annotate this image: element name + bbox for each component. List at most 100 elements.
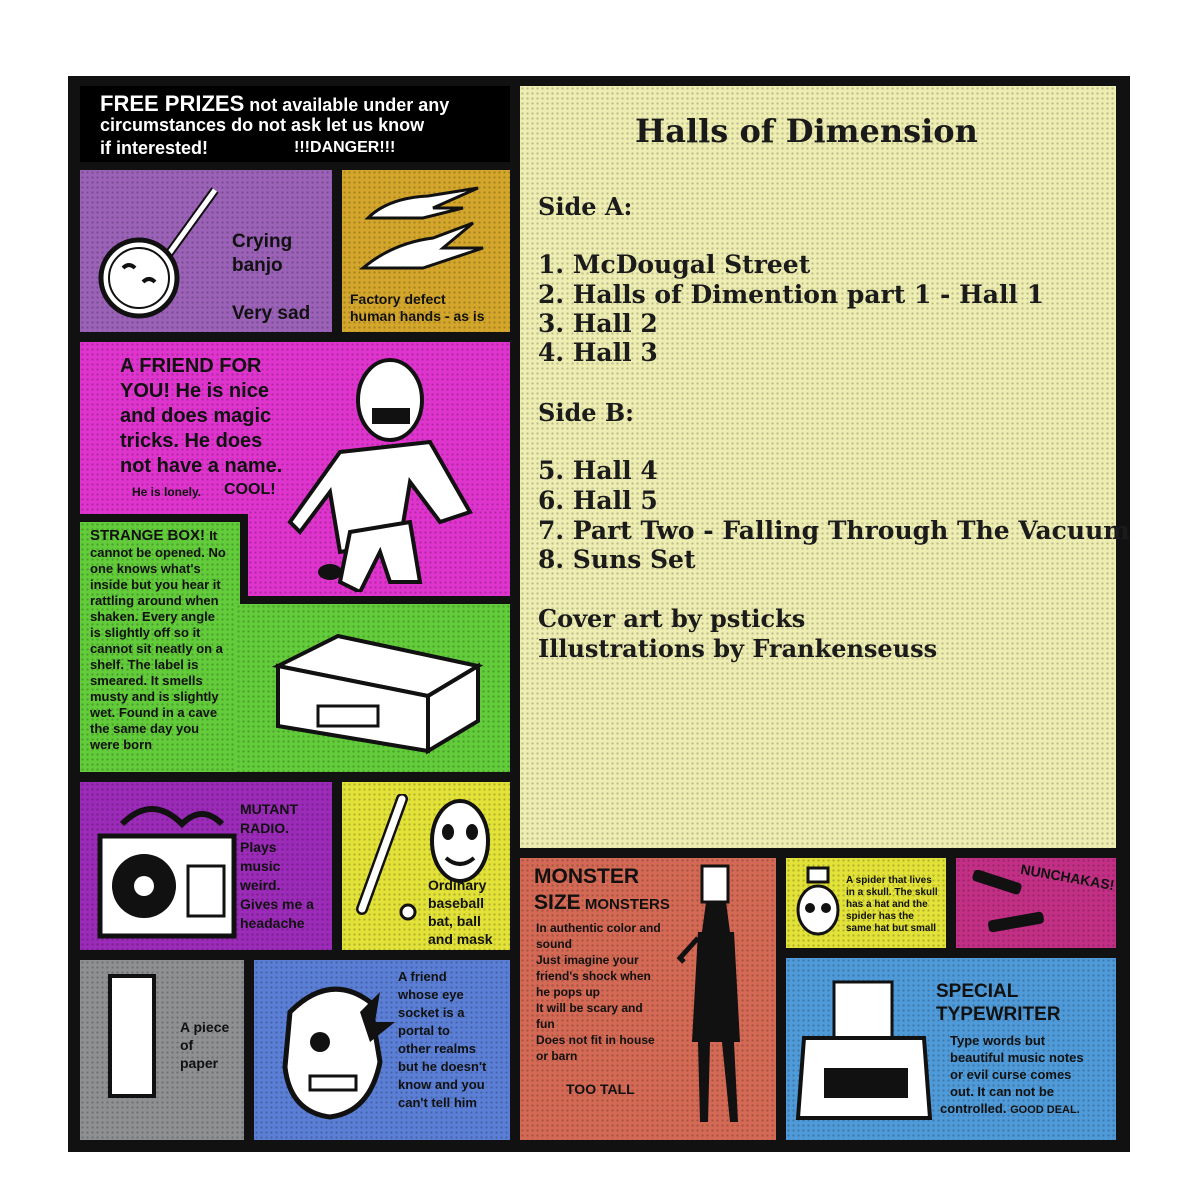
hands-caption-2: human hands - as is (350, 308, 485, 324)
mask-icon (430, 799, 490, 883)
monster-figure-icon (676, 864, 740, 1122)
banjo-caption-3: Very sad (232, 303, 311, 324)
typewriter-title-1: SPECIAL (936, 981, 1019, 1002)
strange-box-title: STRANGE BOX! It (90, 528, 217, 544)
monster-title-1: MONSTER (534, 865, 639, 888)
banjo-caption-2: banjo (232, 255, 283, 276)
header-line1: not available under any (244, 95, 450, 115)
strange-box-line-11: wet. Found in a cave (90, 705, 218, 720)
track-6[interactable]: 6. Hall 5 (538, 486, 658, 515)
bat-caption-0: Ordinary (428, 877, 487, 893)
friend-figure-icon (287, 358, 473, 592)
radio-caption-4: weird. (240, 877, 281, 893)
bat-caption-1: baseball (428, 895, 485, 911)
album-title: Halls of Dimension (635, 112, 978, 150)
portal-caption-6: know and you (398, 1077, 485, 1092)
portal-caption-0: A friend (398, 969, 447, 984)
monster-too-tall: TOO TALL (566, 1081, 635, 1097)
radio-caption-5: Gives me a (240, 896, 314, 912)
bat-icon (356, 794, 408, 915)
monster-caption-4: he pops up (536, 985, 600, 999)
strange-box-line-7: cannot sit neatly on a (90, 641, 223, 656)
strange-box-heading: STRANGE BOX! (90, 527, 206, 544)
monster-title-2: SIZE MONSTERS (534, 891, 670, 914)
typewriter-icon (795, 980, 933, 1120)
header-line2: circumstances do not ask let us know (100, 115, 425, 135)
side-b-label: Side B: (538, 398, 634, 427)
spider-caption-4: same hat but small (846, 923, 937, 934)
track-7[interactable]: 7. Part Two - Falling Through The Vacuum (538, 516, 1130, 545)
monster-monsters: MONSTERS (580, 896, 670, 913)
typewriter-controlled: controlled. GOOD DEAL. (940, 1102, 1080, 1117)
nunchaku-icon (972, 870, 1044, 933)
friend-caption-5: not have a name. (120, 455, 283, 477)
portal-caption-1: whose eye (398, 987, 464, 1002)
hands-caption-1: Factory defect (350, 291, 446, 307)
portal-caption-5: but he doesn't (398, 1059, 487, 1074)
strange-box-line-12: the same day you (90, 721, 200, 736)
monster-caption-5: It will be scary and (536, 1001, 643, 1015)
strange-box-line-3: inside but you hear it (90, 577, 221, 592)
strange-box-line-13: were born (90, 737, 153, 752)
bat-caption-3: and mask (428, 931, 493, 947)
typewriter-caption-2: or evil curse comes (950, 1067, 1072, 1082)
portal-caption-4: other realms (398, 1041, 477, 1056)
radio-caption-2: Plays (240, 839, 277, 855)
spider-caption-0: A spider that lives (846, 875, 932, 886)
zombie-head-icon (282, 986, 395, 1120)
typewriter-caption-3: out. It can not be (950, 1084, 1054, 1099)
side-a-label: Side A: (538, 192, 633, 221)
track-3[interactable]: 3. Hall 2 (538, 309, 658, 338)
monster-size: SIZE (534, 891, 581, 914)
typewriter-caption-1: beautiful music notes (950, 1050, 1084, 1065)
typewriter-caption-0: Type words but (950, 1033, 1046, 1048)
strange-box-line-0: It (209, 528, 218, 543)
friend-caption-3: and does magic (120, 405, 272, 427)
spider-caption-3: spider has the (846, 911, 914, 922)
monster-caption-7: Does not fit in house (536, 1033, 655, 1047)
free-prizes-header: FREE PRIZES not available under any circ… (80, 86, 510, 162)
paper-panel (80, 960, 244, 1140)
paper-caption-2: paper (180, 1055, 219, 1071)
friend-caption-4: tricks. He does (120, 430, 263, 452)
strange-box-line-9: smeared. It smells (90, 673, 203, 688)
strange-box-line-2: one knows what's (90, 561, 201, 576)
portal-caption-2: socket is a (398, 1005, 465, 1020)
portal-caption-7: can't tell him (398, 1095, 477, 1110)
album-info-panel (520, 86, 1116, 848)
paper-caption-1: of (180, 1037, 194, 1053)
ball-icon (399, 903, 417, 921)
bat-panel (342, 782, 510, 950)
typewriter-title-2: TYPEWRITER (936, 1004, 1061, 1025)
radio-caption-6: headache (240, 915, 305, 931)
strange-box-line-8: shelf. The label is (90, 657, 199, 672)
paper-caption-0: A piece (180, 1019, 230, 1035)
strange-box-line-6: is slightly off so it (90, 625, 201, 640)
credit-cover-art: Cover art by psticks (538, 604, 806, 633)
track-2[interactable]: 2. Halls of Dimention part 1 - Hall 1 (538, 280, 1045, 309)
friend-caption-2: YOU! He is nice (120, 380, 269, 402)
radio-icon (97, 806, 237, 939)
strange-box-line-1: cannot be opened. No (90, 545, 226, 560)
track-8[interactable]: 8. Suns Set (538, 545, 696, 574)
track-5[interactable]: 5. Hall 4 (538, 456, 658, 485)
monster-caption-8: or barn (536, 1049, 578, 1063)
strange-box-panel (80, 522, 240, 772)
radio-caption-3: music (240, 858, 281, 874)
strange-box-line-5: shaken. Every angle (90, 609, 216, 624)
free-prizes-heading: FREE PRIZES (100, 91, 245, 116)
header-line3: if interested! (100, 138, 209, 158)
portal-caption-3: portal to (398, 1023, 450, 1038)
typewriter-last: controlled. (940, 1101, 1007, 1116)
strange-box-line-10: musty and is slightly (90, 689, 219, 704)
radio-caption-1: RADIO. (240, 820, 289, 836)
track-1[interactable]: 1. McDougal Street (538, 250, 811, 279)
monster-caption-2: Just imagine your (536, 953, 639, 967)
strange-box-icon (271, 633, 484, 755)
skull-jar-icon (796, 866, 840, 936)
track-4[interactable]: 4. Hall 3 (538, 338, 658, 367)
spider-caption-2: has a hat and the (846, 899, 928, 910)
monster-caption-3: friend's shock when (536, 969, 651, 983)
friend-cool: COOL! (224, 481, 276, 498)
danger-label: !!!DANGER!!! (294, 139, 396, 156)
